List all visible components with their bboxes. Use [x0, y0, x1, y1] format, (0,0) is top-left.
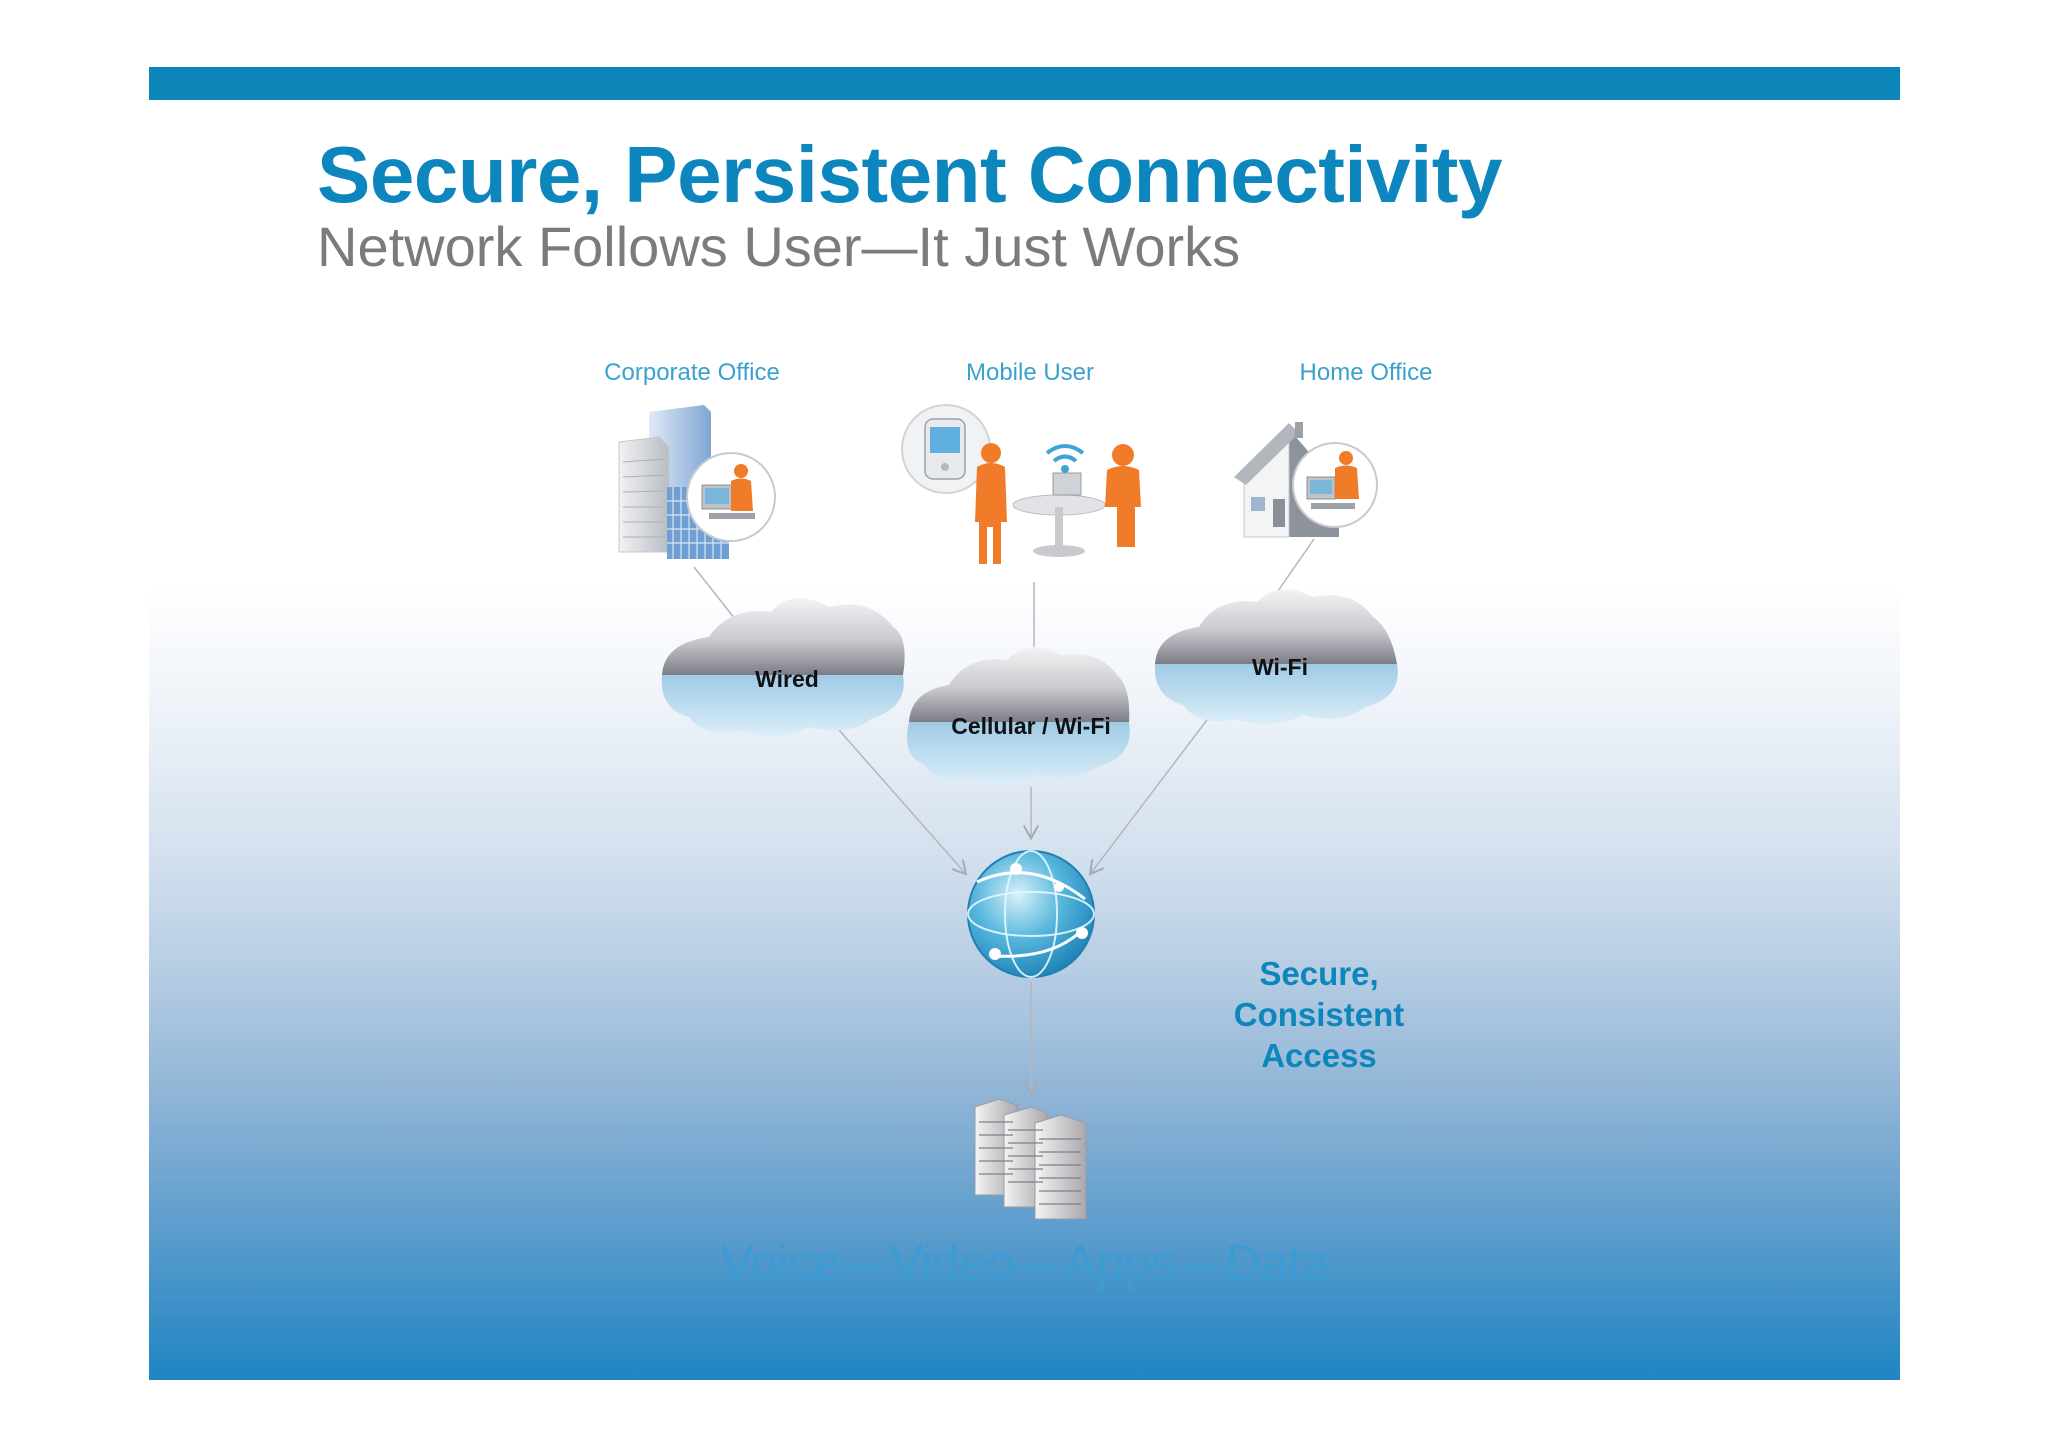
slide-title: Secure, Persistent Connectivity: [317, 130, 1502, 219]
cloud-cellular-wifi: Cellular / Wi-Fi: [907, 647, 1130, 785]
top-accent-bar: [149, 67, 1900, 100]
secure-access-note: Secure, Consistent Access: [1189, 953, 1449, 1076]
note-line-3: Access: [1261, 1037, 1377, 1074]
cloud-label-wifi: Wi-Fi: [1252, 654, 1308, 680]
cloud-label-cellular-wifi: Cellular / Wi-Fi: [951, 713, 1111, 739]
link-wired-to-network: [838, 729, 965, 873]
link-wifi-to-network: [1091, 711, 1214, 873]
link-office-to-wired: [693, 566, 740, 625]
mobile-user-icon: [901, 404, 1141, 564]
note-line-1: Secure,: [1259, 955, 1379, 992]
cloud-wifi: Wi-Fi: [1154, 589, 1398, 725]
services-caption: Voice—Video—Apps—Data: [720, 1235, 1329, 1291]
office-buildings-icon: [618, 405, 776, 559]
connectivity-diagram: Wired Cellular / Wi-Fi Wi-Fi: [618, 404, 1398, 1220]
server-racks-icon: [974, 1098, 1087, 1220]
location-label-mobile-user: Mobile User: [965, 359, 1095, 386]
services-caption-row: Voice—Video—Apps—Data: [149, 1234, 1900, 1292]
note-line-2: Consistent: [1233, 996, 1405, 1033]
cloud-wired: Wired: [661, 598, 905, 737]
slide: Secure, Persistent Connectivity Network …: [149, 67, 1900, 1380]
location-label-home-office: Home Office: [1299, 359, 1433, 386]
cloud-label-wired: Wired: [755, 666, 819, 692]
slide-subtitle: Network Follows User—It Just Works: [317, 215, 1241, 278]
house-icon: [1234, 422, 1378, 538]
location-label-corporate-office: Corporate Office: [604, 359, 780, 386]
globe-network-icon: [967, 850, 1095, 978]
